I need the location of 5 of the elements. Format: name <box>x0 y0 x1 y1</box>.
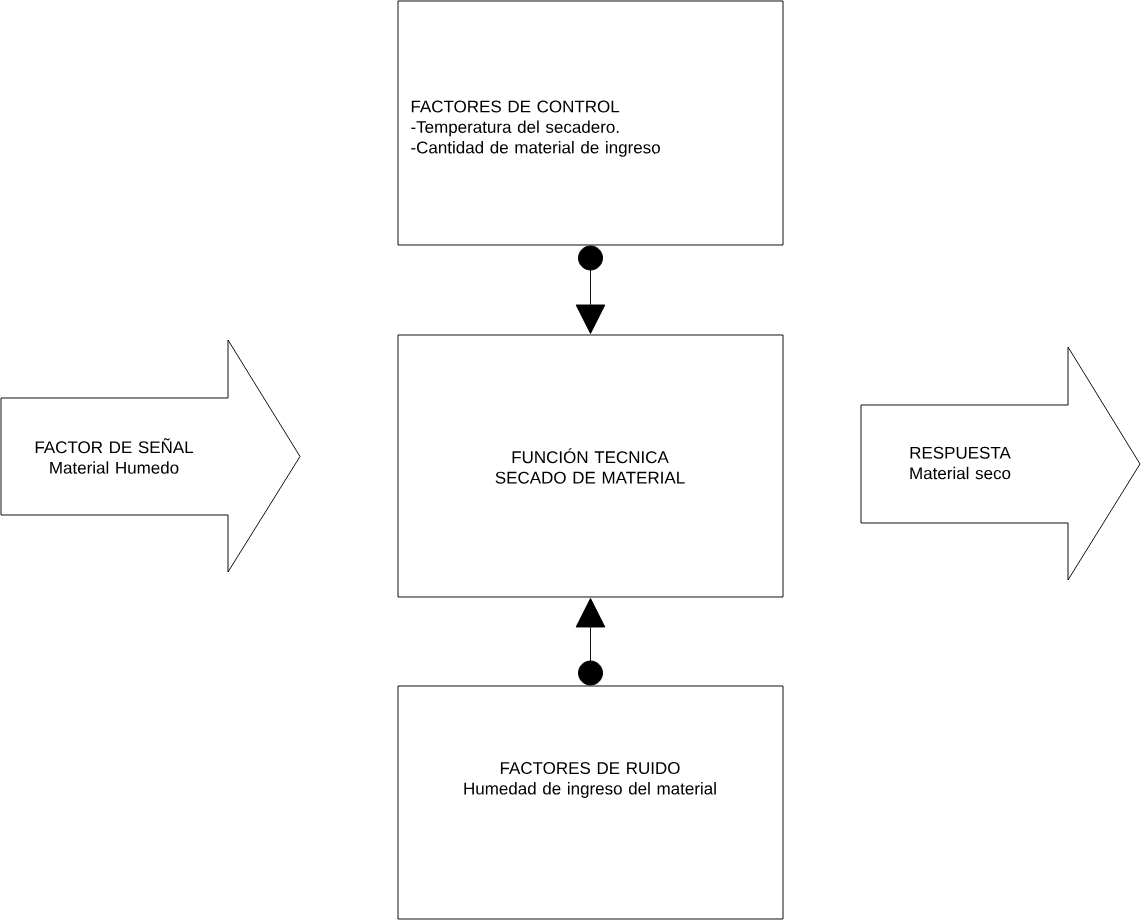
process-box: FUNCIÓN TECNICA SECADO DE MATERIAL <box>397 334 784 598</box>
process-box: FACTORES DE CONTROL -Temperatura del secadero. -Cantidad de material de ingreso <box>397 0 784 246</box>
process-box: FACTORES DE RUIDO Humedad de ingreso del material <box>397 685 784 920</box>
arrow <box>575 245 606 334</box>
arrow <box>575 598 606 686</box>
